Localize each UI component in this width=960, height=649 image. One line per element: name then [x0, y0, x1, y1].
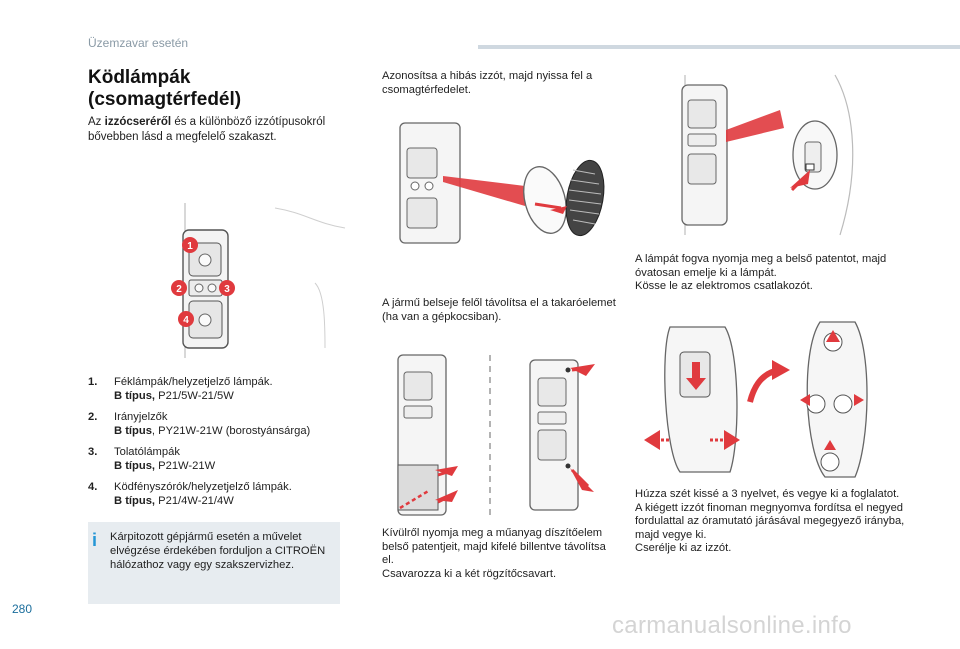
step-item: Kösse le az elektromos csatlakozót. [635, 280, 813, 292]
step-block: Kívülről nyomja meg a műanyag díszítőele… [366, 527, 618, 581]
bulb-list-item: 2. Irányjelzők B típus, PY21W-21W (boros… [88, 411, 311, 437]
step-block: A jármű belseje felől távolítsa el a tak… [366, 297, 616, 324]
lamp-unit-figure [681, 74, 854, 236]
svg-text:2: 2 [176, 284, 182, 295]
callout-2: 2 [171, 280, 187, 296]
watermark: carmanualsonline.info [612, 612, 852, 639]
step-item: Azonosítsa a hibás izzót, majd nyissa fe… [382, 70, 593, 96]
trim-removal-figure [397, 354, 595, 516]
cover-removal-figure [399, 122, 605, 244]
page-number: 280 [12, 602, 33, 616]
info-note: i Kárpitozott gépjármű esetén a művelet … [88, 522, 340, 604]
svg-text:3: 3 [224, 284, 230, 295]
step-item: A kiégett izzót finoman megnyomva fordít… [635, 501, 905, 541]
intro-rest: és a különböző izzótípusokról bővebben l… [88, 116, 326, 143]
callout-3: 3 [219, 280, 235, 296]
step-item: Húzza szét kissé a 3 nyelvet, és vegye k… [635, 488, 900, 500]
bulb-holder-figure [644, 321, 868, 478]
step-block: Húzza szét kissé a 3 nyelvet, és vegye k… [619, 488, 909, 556]
info-note-text: Kárpitozott gépjármű esetén a művelet el… [110, 531, 326, 571]
intro-paragraph: Az izzócseréről és a különböző izzótípus… [88, 115, 348, 145]
rear-lamp-figure: 1 2 3 4 [171, 203, 346, 358]
section-header: Üzemzavar esetén [88, 36, 189, 50]
step-block: Azonosítsa a hibás izzót, majd nyissa fe… [366, 70, 616, 97]
svg-text:4: 4 [183, 315, 189, 326]
step-item: A jármű belseje felől távolítsa el a tak… [382, 297, 616, 323]
bulb-list-item: 4. Ködfényszórók/helyzetjelző lámpák. B … [88, 481, 292, 507]
bulb-list-item: 1. Féklámpák/helyzetjelző lámpák. B típu… [88, 376, 273, 402]
callout-4: 4 [178, 311, 194, 327]
info-i-icon: i [92, 530, 98, 550]
callout-1: 1 [182, 237, 198, 253]
intro-prefix: Az [88, 116, 102, 128]
step-item: Cserélje ki az izzót. [635, 542, 732, 554]
page-title: Ködlámpák(csomagtérfedél) [88, 67, 242, 110]
step-block: A lámpát fogva nyomja meg a belső patent… [619, 253, 904, 294]
step-item: Csavarozza ki a két rögzítőcsavart. [382, 567, 557, 580]
step-item: Kívülről nyomja meg a műanyag díszítőele… [382, 527, 606, 566]
intro-bold-term: izzócseréről [104, 116, 172, 128]
bulb-list-item: 3. Tolatólámpák B típus, P21W-21W [88, 446, 216, 472]
header-rule [478, 45, 960, 49]
step-item: A lámpát fogva nyomja meg a belső patent… [635, 253, 887, 279]
bulb-list: 1. Féklámpák/helyzetjelző lámpák. B típu… [88, 376, 348, 516]
svg-text:1: 1 [187, 241, 193, 252]
